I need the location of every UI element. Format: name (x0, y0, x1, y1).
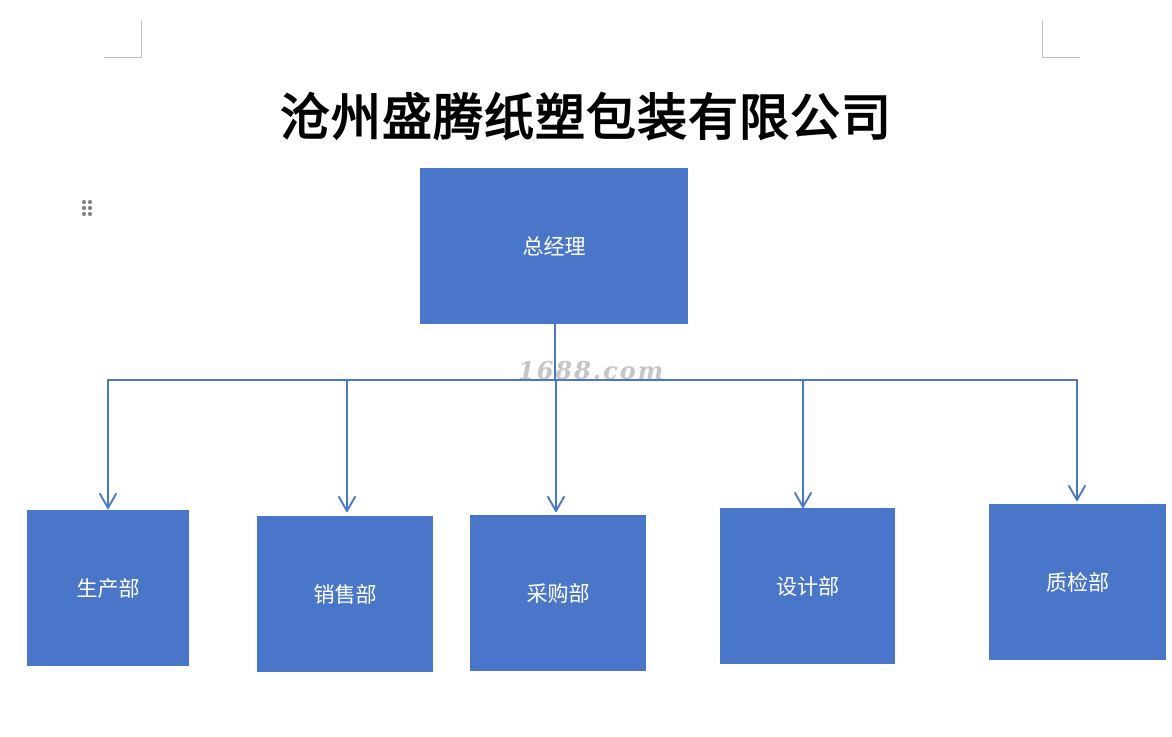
org-node-label: 总经理 (522, 235, 586, 259)
org-node-label: 销售部 (313, 583, 377, 607)
org-node-production-dept[interactable]: 生产部 (27, 510, 189, 666)
org-node-sales-dept[interactable]: 销售部 (257, 516, 433, 672)
document-title: 沧州盛腾纸塑包装有限公司 (280, 89, 892, 147)
arrowhead-dept-4 (794, 492, 812, 508)
crop-mark-top-left (104, 20, 142, 58)
org-node-general-manager[interactable]: 总经理 (420, 168, 688, 324)
arrowhead-dept-1 (99, 493, 117, 509)
org-node-label: 采购部 (526, 582, 590, 606)
org-node-purchasing-dept[interactable]: 采购部 (470, 515, 646, 671)
org-node-label: 设计部 (776, 575, 839, 599)
arrowhead-dept-5 (1068, 485, 1086, 501)
org-node-label: 质检部 (1046, 571, 1109, 595)
drag-handle-icon[interactable] (82, 200, 94, 222)
arrowhead-dept-3 (547, 496, 565, 512)
org-node-design-dept[interactable]: 设计部 (720, 508, 895, 664)
watermark-text: 1688.com (518, 356, 666, 385)
arrowhead-dept-2 (338, 496, 356, 512)
crop-mark-top-right (1042, 20, 1080, 58)
org-node-quality-dept[interactable]: 质检部 (989, 504, 1166, 660)
org-node-label: 生产部 (76, 577, 140, 601)
